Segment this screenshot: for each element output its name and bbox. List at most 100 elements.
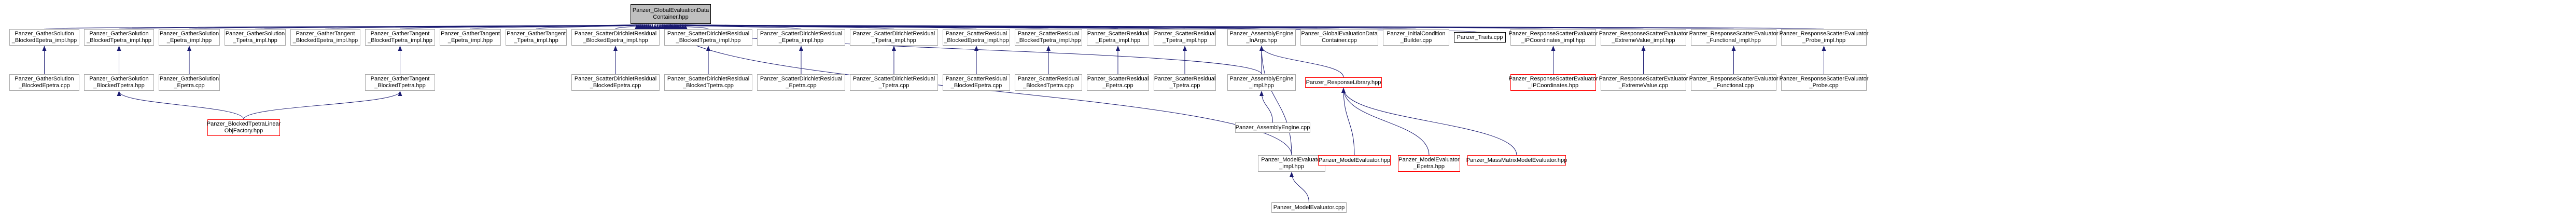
node-label-line: Panzer_ResponseScatterEvaluator (1599, 31, 1688, 37)
node-label-line: Panzer_ResponseScatterEvaluator (1508, 31, 1598, 37)
node-label-line: _IPCoordinates.hpp (1528, 82, 1579, 89)
graph-node-n2[interactable]: Panzer_GatherSolution_BlockedTpetra_impl… (84, 29, 154, 46)
node-label-line: _Epetra_impl.hpp (166, 37, 212, 44)
node-label-line: Panzer_GatherSolution (89, 76, 149, 82)
node-label-line: Container.cpp (1322, 37, 1357, 44)
node-label-line: _Epetra_impl.hpp (778, 37, 824, 44)
graph-node-m10[interactable]: Panzer_ScatterDirichletResidual_BlockedT… (664, 74, 752, 91)
graph-node-m13[interactable]: Panzer_ScatterResidual_BlockedEpetra.cpp (943, 74, 1010, 91)
node-label-line: _BlockedEpetra_impl.hpp (583, 37, 648, 44)
graph-node-n17[interactable]: Panzer_AssemblyEngine_InArgs.hpp (1227, 29, 1296, 46)
graph-node-n13[interactable]: Panzer_ScatterResidual_BlockedEpetra_imp… (943, 29, 1010, 46)
node-label-line: Panzer_GatherTangent (441, 31, 500, 37)
graph-node-m24[interactable]: Panzer_ResponseScatterEvaluator_Probe.cp… (1779, 74, 1869, 91)
graph-node-m11[interactable]: Panzer_ScatterDirichletResidual_Epetra.c… (757, 74, 845, 91)
graph-node-n4[interactable]: Panzer_GatherSolution_Tpetra_impl.hpp (225, 29, 286, 46)
graph-node-m17[interactable]: Panzer_AssemblyEngine_impl.hpp (1227, 74, 1296, 91)
node-label-line: Panzer_ScatterDirichletResidual (667, 31, 750, 37)
graph-node-m16[interactable]: Panzer_ScatterResidual_Tpetra.cpp (1154, 74, 1216, 91)
graph-node-n24[interactable]: Panzer_ResponseScatterEvaluator_Probe_im… (1779, 29, 1869, 46)
graph-node-m12[interactable]: Panzer_ScatterDirichletResidual_Tpetra.c… (850, 74, 938, 91)
graph-node-n6[interactable]: Panzer_GatherTangent_BlockedTpetra_impl.… (365, 29, 435, 46)
edge-lof-to-m6 (243, 91, 402, 120)
node-label-line: _BlockedEpetra.cpp (950, 82, 1002, 89)
graph-node-mei[interactable]: Panzer_ModelEvaluator_impl.hpp (1258, 155, 1325, 172)
edge-lof-to-m2 (117, 91, 244, 120)
node-label-line: Panzer_ModelEvaluator (1398, 157, 1460, 163)
graph-node-m23[interactable]: Panzer_ResponseScatterEvaluator_Function… (1689, 74, 1779, 91)
graph-node-m14[interactable]: Panzer_ScatterResidual_BlockedTpetra.cpp (1015, 74, 1082, 91)
node-label-line: Panzer_ModelEvaluator.cpp (1273, 204, 1345, 211)
node-label-line: Panzer_ResponseScatterEvaluator (1689, 76, 1779, 82)
graph-node-n12[interactable]: Panzer_ScatterDirichletResidual_Tpetra_i… (850, 29, 938, 46)
node-label-line: _BlockedTpetra.hpp (374, 82, 426, 89)
node-label-line: Panzer_ScatterDirichletResidual (852, 76, 935, 82)
node-label-line: Panzer_ResponseScatterEvaluator (1508, 76, 1598, 82)
graph-node-m6[interactable]: Panzer_GatherTangent_BlockedTpetra.hpp (365, 74, 435, 91)
node-label-line: _Tpetra.cpp (878, 82, 909, 89)
node-label-line: Panzer_ResponseScatterEvaluator (1779, 76, 1869, 82)
graph-node-m21[interactable]: Panzer_ResponseScatterEvaluator_IPCoordi… (1508, 74, 1598, 91)
node-label-line: Panzer_GlobalEvaluationData (1301, 31, 1378, 37)
graph-node-n1[interactable]: Panzer_GatherSolution_BlockedEpetra_impl… (9, 29, 79, 46)
node-label-line: Panzer_ScatterResidual (1154, 31, 1216, 37)
node-label-line: Panzer_ScatterDirichletResidual (667, 76, 750, 82)
graph-node-m15[interactable]: Panzer_ScatterResidual_Epetra.cpp (1087, 74, 1149, 91)
graph-node-rl[interactable]: Panzer_ResponseLibrary.hpp (1305, 77, 1382, 88)
graph-node-n15[interactable]: Panzer_ScatterResidual_Epetra_impl.hpp (1087, 29, 1149, 46)
graph-node-n9[interactable]: Panzer_ScatterDirichletResidual_BlockedE… (571, 29, 660, 46)
node-label-line: Panzer_GatherTangent (507, 31, 566, 37)
edge-mee-to-rl (1341, 88, 1430, 156)
graph-node-me[interactable]: Panzer_ModelEvaluator.hpp (1318, 155, 1391, 166)
graph-node-n3[interactable]: Panzer_GatherSolution_Epetra_impl.hpp (159, 29, 220, 46)
node-label-line: Panzer_ScatterResidual (945, 31, 1007, 37)
graph-node-m9[interactable]: Panzer_ScatterDirichletResidual_BlockedE… (571, 74, 660, 91)
graph-node-n11[interactable]: Panzer_ScatterDirichletResidual_Epetra_i… (757, 29, 845, 46)
graph-node-ae[interactable]: Panzer_AssemblyEngine.cpp (1235, 122, 1310, 133)
node-label-line: _Tpetra_impl.hpp (514, 37, 558, 44)
graph-node-m1[interactable]: Panzer_GatherSolution_BlockedEpetra.cpp (9, 74, 79, 91)
node-label-line: _Tpetra.cpp (1169, 82, 1200, 89)
graph-node-n20[interactable]: Panzer_Traits.cpp (1454, 32, 1506, 43)
graph-node-m22[interactable]: Panzer_ResponseScatterEvaluator_ExtremeV… (1599, 74, 1688, 91)
node-label-line: _BlockedEpetra_impl.hpp (11, 37, 77, 44)
graph-node-n21[interactable]: Panzer_ResponseScatterEvaluator_IPCoordi… (1508, 29, 1598, 46)
graph-node-m3[interactable]: Panzer_GatherSolution_Epetra.cpp (159, 74, 220, 91)
node-label-line: _Tpetra_impl.hpp (233, 37, 277, 44)
graph-node-n16[interactable]: Panzer_ScatterResidual_Tpetra_impl.hpp (1154, 29, 1216, 46)
graph-node-n14[interactable]: Panzer_ScatterResidual_BlockedTpetra_imp… (1015, 29, 1082, 46)
node-label-line: Panzer_ResponseScatterEvaluator (1779, 31, 1869, 37)
node-label-line: Panzer_GatherTangent (370, 76, 430, 82)
node-label-line: _Functional.cpp (1713, 82, 1754, 89)
edge-n24-to-root (685, 24, 1824, 30)
graph-node-mecpp[interactable]: Panzer_ModelEvaluator.cpp (1271, 202, 1347, 213)
node-label-line: Panzer_ScatterResidual (1087, 31, 1149, 37)
graph-node-n7[interactable]: Panzer_GatherTangent_Epetra_impl.hpp (440, 29, 501, 46)
node-label-line: _ExtremeValue_impl.hpp (1612, 37, 1675, 44)
node-label-line: Panzer_GatherTangent (370, 31, 430, 37)
node-label-line: _BlockedEpetra.cpp (19, 82, 70, 89)
node-label-line: Panzer_Traits.cpp (1457, 34, 1503, 40)
edge-me-to-rl (1341, 88, 1355, 156)
graph-node-m2[interactable]: Panzer_GatherSolution_BlockedTpetra.hpp (84, 74, 154, 91)
graph-node-n22[interactable]: Panzer_ResponseScatterEvaluator_ExtremeV… (1599, 29, 1688, 46)
node-label-line: Panzer_ScatterResidual (1154, 76, 1216, 82)
graph-node-mme[interactable]: Panzer_MassMatrixModelEvaluator.hpp (1466, 155, 1567, 166)
graph-node-n10[interactable]: Panzer_ScatterDirichletResidual_BlockedT… (664, 29, 752, 46)
graph-node-n8[interactable]: Panzer_GatherTangent_Tpetra_impl.hpp (506, 29, 567, 46)
node-label-line: _BlockedTpetra_impl.hpp (676, 37, 741, 44)
edge-n9-to-root (615, 24, 655, 30)
graph-node-n23[interactable]: Panzer_ResponseScatterEvaluator_Function… (1689, 29, 1778, 46)
node-label-line: Panzer_ResponseScatterEvaluator (1599, 76, 1688, 82)
node-label-line: _Probe_impl.hpp (1802, 37, 1846, 44)
node-label-line: _BlockedTpetra.cpp (1023, 82, 1074, 89)
node-label-line: _IPCoordinates_impl.hpp (1521, 37, 1586, 44)
graph-node-mee[interactable]: Panzer_ModelEvaluator_Epetra.hpp (1398, 155, 1460, 172)
node-label-line: _Epetra.cpp (1102, 82, 1133, 89)
node-label-line: Panzer_GatherSolution (15, 76, 74, 82)
graph-node-n19[interactable]: Panzer_InitialCondition_Builder.cpp (1383, 29, 1449, 46)
node-label-line: Panzer_ScatterResidual (945, 76, 1007, 82)
graph-node-n5[interactable]: Panzer_GatherTangent_BlockedEpetra_impl.… (290, 29, 360, 46)
